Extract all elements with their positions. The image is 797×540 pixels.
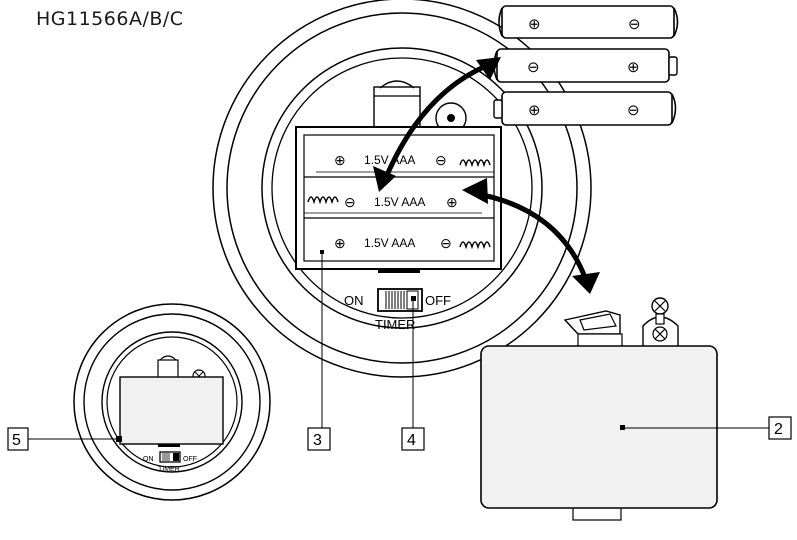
row1-label: 1.5V AAA [364, 153, 415, 167]
callout-4: 4 [401, 298, 425, 451]
row3-plus: ⊕ [334, 235, 346, 251]
row3-minus: ⊖ [440, 235, 452, 251]
callout-5-label: 5 [12, 432, 21, 449]
switch-off-label: OFF [425, 293, 451, 308]
insertion-arrows [373, 57, 600, 294]
row2-plus: ⊕ [446, 194, 458, 210]
switch-on-label: ON [344, 293, 364, 308]
small-switch-on-label: ON [143, 456, 154, 463]
callout-5: 5 [7, 427, 118, 451]
callout-2-label: 2 [774, 421, 783, 438]
battery2-plus: ⊕ [627, 59, 640, 76]
callout-3: 3 [307, 253, 331, 451]
battery1-minus: ⊖ [628, 16, 641, 33]
small-switch-timer-label: TIMER [158, 466, 180, 473]
row2-label: 1.5V AAA [374, 195, 425, 209]
switch-timer-label: TIMER [375, 317, 415, 332]
callout-2: 2 [623, 416, 792, 440]
row3-label: 1.5V AAA [364, 236, 415, 250]
small-device: ON OFF TIMER [73, 303, 271, 501]
main-device: ⊕ ⊖ ⊖ ⊕ ⊕ ⊖ 1.5V AAA 1.5V AAA 1.5V AAA [212, 0, 592, 378]
row1-minus: ⊖ [435, 152, 447, 168]
battery1-plus: ⊕ [528, 16, 541, 33]
battery2-minus: ⊖ [527, 59, 540, 76]
row2-minus: ⊖ [344, 194, 356, 210]
battery3-plus: ⊕ [528, 102, 541, 119]
loose-batteries: ⊕ ⊖ ⊖ ⊕ ⊕ ⊖ [493, 5, 679, 126]
callout-3-label: 3 [313, 432, 322, 449]
row1-plus: ⊕ [334, 152, 346, 168]
battery-cover [480, 297, 718, 521]
model-title: HG11566A/B/C [36, 8, 184, 30]
callout-4-label: 4 [407, 432, 416, 449]
small-switch-off-label: OFF [183, 456, 197, 463]
battery3-minus: ⊖ [627, 102, 640, 119]
